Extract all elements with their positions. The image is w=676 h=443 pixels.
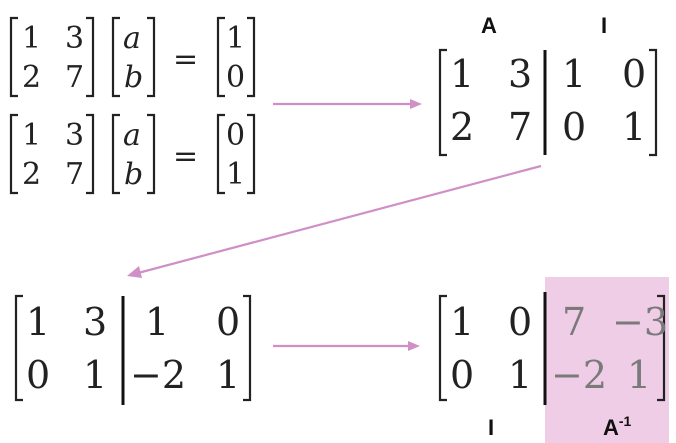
matrix-entry: 0 xyxy=(508,300,532,344)
matrix-entry: 2 xyxy=(22,60,41,95)
matrix-entry: 1 xyxy=(26,300,50,344)
vector-entry: a xyxy=(123,118,141,153)
label-a-inverse: A-1 xyxy=(603,413,632,440)
equals-sign: = xyxy=(173,42,198,77)
matrix-entry: 3 xyxy=(65,118,84,153)
equals-sign: = xyxy=(173,139,198,174)
matrix-entry: 1 xyxy=(622,105,646,149)
equation-system-2: 1 3 2 7 a b = 0 1 xyxy=(9,113,256,195)
label-i: I xyxy=(601,13,607,38)
matrix-entry: 1 xyxy=(450,300,474,344)
unknown-vector: a b xyxy=(111,16,156,98)
equation-system-1: 1 3 2 7 a b = 1 0 xyxy=(9,16,256,98)
label-identity: I xyxy=(488,415,494,440)
unknown-vector: a b xyxy=(111,113,156,195)
matrix-entry: 1 xyxy=(22,118,41,153)
label-a-inverse-base: A xyxy=(603,415,619,440)
arrow-to-augmented xyxy=(273,99,422,109)
matrix-entry: 7 xyxy=(65,157,84,192)
matrix-entry: 1 xyxy=(450,52,474,96)
matrix-entry: 1 xyxy=(562,52,586,96)
augmented-matrix-reduced: 1 3 0 1 1 0 −2 1 xyxy=(14,294,252,405)
label-a-inverse-sup: -1 xyxy=(619,413,632,429)
matrix-entry: 1 xyxy=(508,353,532,397)
inverse-entry: 7 xyxy=(562,300,586,344)
augmented-matrix-start: A I 1 3 2 7 1 0 0 1 xyxy=(438,13,658,157)
vector-entry: 0 xyxy=(226,60,245,95)
vector-entry: 0 xyxy=(226,118,245,153)
matrix-entry: 1 xyxy=(145,300,169,344)
rhs-vector: 0 1 xyxy=(216,113,256,195)
arrow-to-row-reduction xyxy=(127,164,542,278)
label-a: A xyxy=(481,13,497,38)
matrix-entry: 2 xyxy=(450,105,474,149)
matrix-entry: 0 xyxy=(622,52,646,96)
matrix-entry: 3 xyxy=(65,21,84,56)
matrix-entry: 0 xyxy=(26,353,50,397)
vector-entry: a xyxy=(123,21,141,56)
augmented-matrix-final: 1 0 0 1 7 −3 −2 1 I A-1 xyxy=(438,277,669,443)
matrix-entry: 3 xyxy=(83,300,107,344)
matrix-entry: 7 xyxy=(65,60,84,95)
vector-entry: 1 xyxy=(226,157,245,192)
matrix-entry: 2 xyxy=(22,157,41,192)
vector-entry: b xyxy=(124,157,143,192)
matrix-entry: 1 xyxy=(83,353,107,397)
inverse-entry: −3 xyxy=(612,300,668,344)
inverse-highlight xyxy=(545,277,669,443)
arrow-to-inverse xyxy=(273,341,420,351)
matrix-entry: 1 xyxy=(22,21,41,56)
matrix-entry: 0 xyxy=(562,105,586,149)
coefficient-matrix: 1 3 2 7 xyxy=(9,16,95,98)
coefficient-matrix: 1 3 2 7 xyxy=(9,113,95,195)
matrix-entry: −2 xyxy=(130,353,186,397)
rhs-vector: 1 0 xyxy=(216,16,256,98)
matrix-entry: 1 xyxy=(216,353,240,397)
vector-entry: b xyxy=(124,60,143,95)
vector-entry: 1 xyxy=(226,21,245,56)
matrix-entry: 3 xyxy=(508,52,532,96)
matrix-entry: 0 xyxy=(216,300,240,344)
matrix-entry: 0 xyxy=(450,353,474,397)
inverse-entry: 1 xyxy=(627,353,651,397)
matrix-entry: 7 xyxy=(508,105,532,149)
inverse-entry: −2 xyxy=(551,353,607,397)
